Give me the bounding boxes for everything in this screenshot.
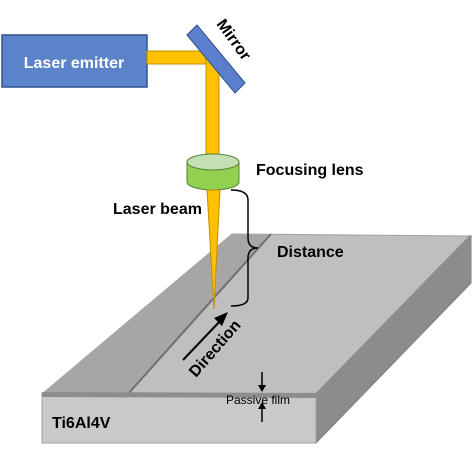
film-arrow-bottom-head (258, 402, 266, 409)
lens-top (186, 153, 240, 171)
film-arrow-top-head (258, 385, 266, 392)
passive-film-label: Passive film (226, 393, 290, 407)
focusing-lens: Focusing lens (186, 153, 364, 191)
laser-emitter-label: Laser emitter (24, 55, 125, 72)
distance-bracket: Distance (230, 189, 344, 307)
focused-beam (206, 189, 221, 310)
groove-line (127, 233, 272, 395)
focusing-lens-label: Focusing lens (256, 162, 364, 179)
direction-arrow-head (214, 312, 228, 326)
material-label: Ti6Al4V (52, 415, 111, 432)
laser-emitter: Laser emitter (1, 34, 148, 88)
direction-arrow-line (182, 318, 223, 361)
distance-label: Distance (277, 244, 344, 261)
passive-film-layer (42, 392, 316, 398)
passive-film-indicator: Passive film (226, 372, 290, 422)
passive-film-edge (314, 234, 473, 397)
laser-emitter-box (1, 34, 148, 88)
laser-beam-label: Laser beam (113, 201, 202, 218)
workpiece-plate (40, 233, 473, 445)
distance-brace (230, 189, 259, 307)
mirror-plate (186, 24, 246, 94)
